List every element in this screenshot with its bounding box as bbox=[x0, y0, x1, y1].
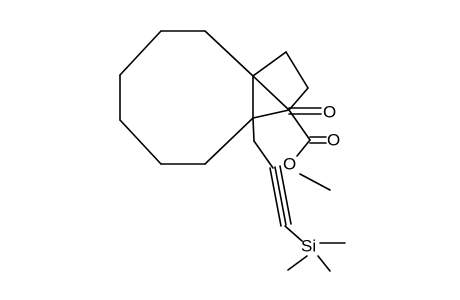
ring-bond bbox=[288, 87, 309, 111]
ester-bond bbox=[288, 109, 311, 141]
ester-oxygen-bond bbox=[296, 139, 311, 157]
triple-bond-line bbox=[274, 166, 287, 226]
ring-bond bbox=[252, 109, 290, 119]
chain-bond bbox=[252, 117, 255, 142]
ring-bond bbox=[285, 51, 309, 89]
ring-bond bbox=[119, 30, 162, 76]
ester-oxygen-label: O bbox=[283, 155, 296, 174]
cyclononane-ring bbox=[119, 30, 254, 165]
ketone-oxygen-label: O bbox=[323, 103, 336, 122]
triple-bond-line bbox=[279, 165, 292, 225]
silicon-label: Si bbox=[301, 237, 316, 256]
chain-bond bbox=[253, 140, 274, 169]
butynyl-chain bbox=[252, 117, 303, 242]
methyl-bond bbox=[299, 173, 331, 191]
si-methyl-bond bbox=[287, 255, 308, 271]
chain-bond bbox=[284, 225, 303, 242]
ring-bond bbox=[204, 117, 254, 165]
ring-bond bbox=[119, 119, 162, 165]
ester-group: O O bbox=[283, 109, 340, 191]
si-methyl-bond bbox=[317, 255, 331, 272]
cyclopentanone-ring bbox=[252, 51, 309, 119]
ring-bond bbox=[252, 51, 287, 77]
ring-bond bbox=[204, 30, 254, 77]
trimethylsilyl-group: Si bbox=[287, 237, 346, 272]
bridge-bond bbox=[252, 75, 290, 111]
carbonyl-oxygen-label: O bbox=[327, 131, 340, 150]
triple-bond-line bbox=[269, 167, 282, 227]
ketone-group: O bbox=[288, 103, 336, 122]
